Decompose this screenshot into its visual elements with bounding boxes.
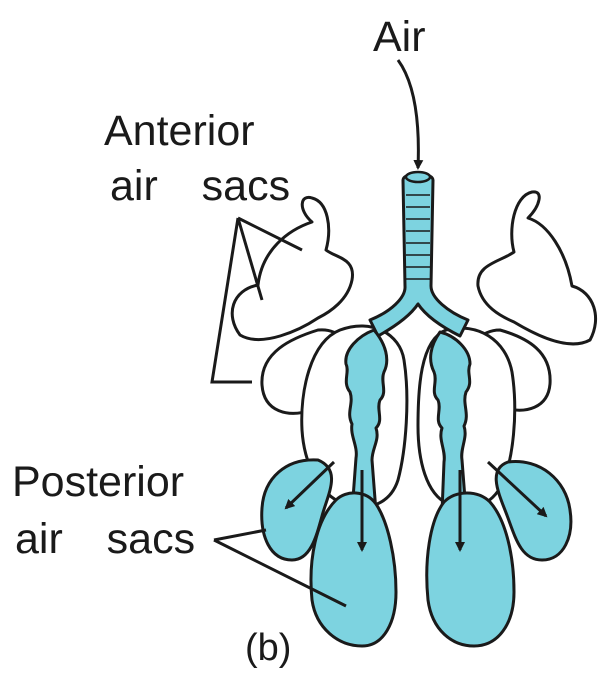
air-label: Air [373, 14, 426, 60]
panel-label: (b) [245, 625, 291, 671]
posterior-label-line1: Posterior [12, 459, 184, 505]
posterior-label-line2: air sacs [15, 516, 195, 562]
right-posterior-air-sac-large [427, 493, 514, 646]
left-posterior-air-sac-large [311, 493, 396, 646]
anterior-label-line2: air sacs [110, 163, 290, 209]
air-inflow-arrow [398, 60, 418, 168]
anterior-label-line1: Anterior [104, 108, 255, 154]
left-anterior-air-sac-upper [232, 197, 352, 339]
right-anterior-air-sac-upper [478, 192, 596, 344]
trachea-opening [406, 172, 430, 182]
